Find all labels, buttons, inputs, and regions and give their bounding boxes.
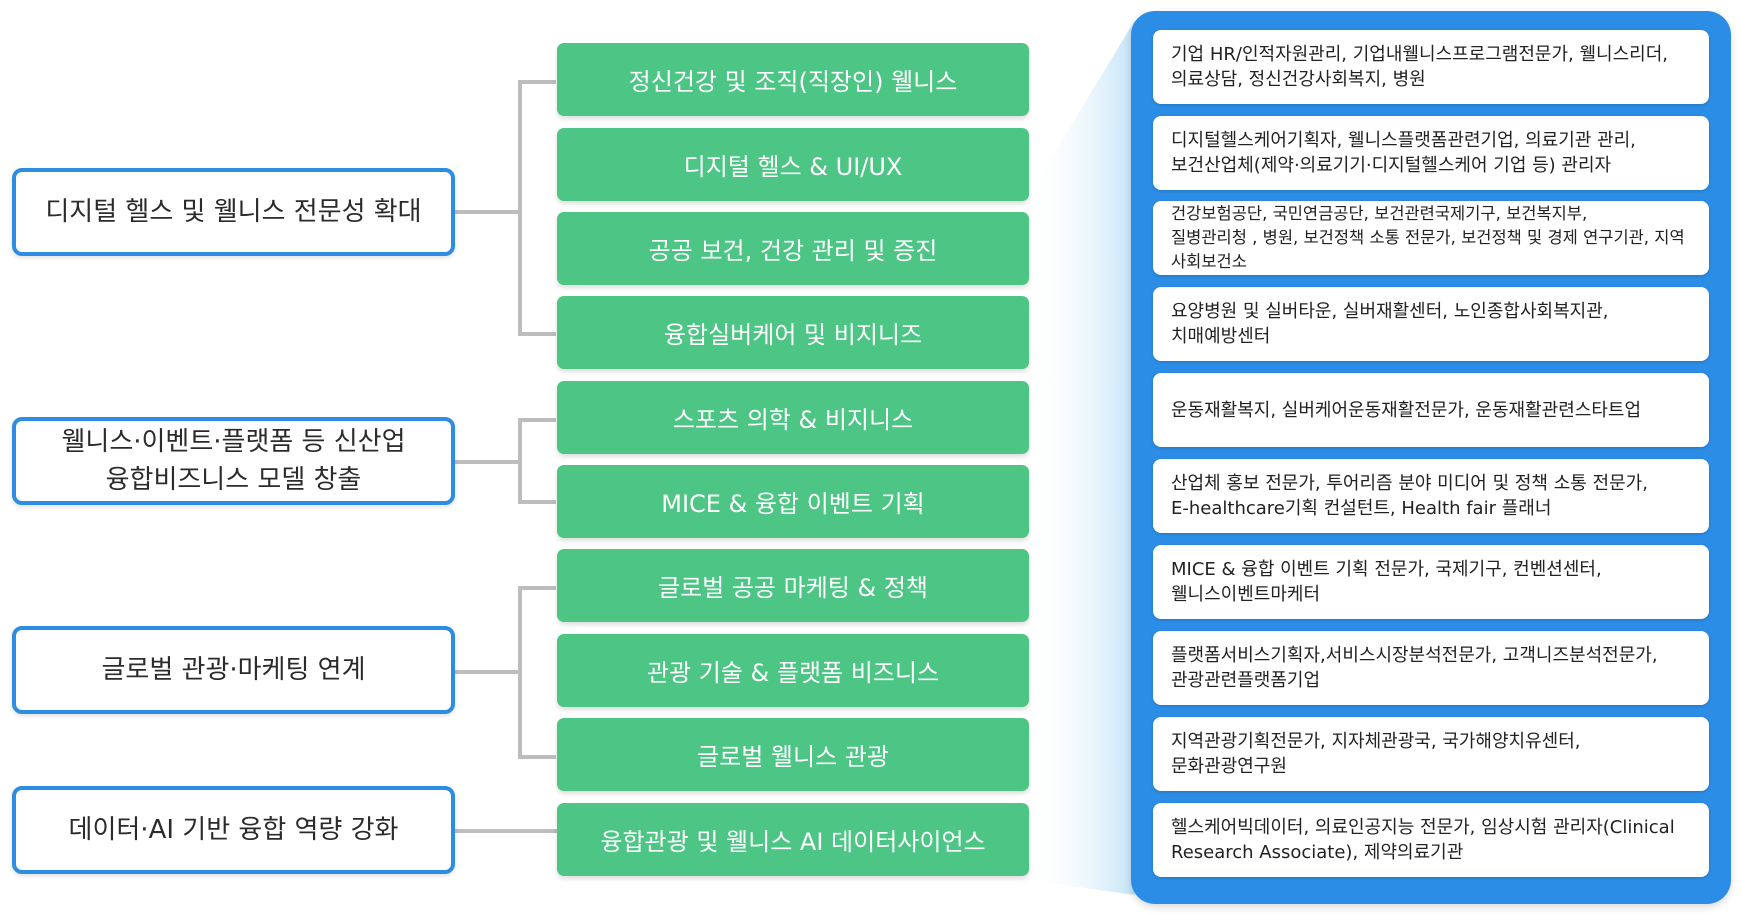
career-item: 산업체 홍보 전문가, 투어리즘 분야 미디어 및 정책 소통 전문가, E-h… [1153,459,1709,533]
career-item: 요양병원 및 실버타운, 실버재활센터, 노인종합사회복지관, 치매예방센터 [1153,287,1709,361]
connector-bracket-2 [518,418,556,504]
category-global-tourism: 글로벌 관광·마케팅 연계 [12,626,455,714]
career-item: MICE & 융합 이벤트 기획 전문가, 국제기구, 컨벤션센터, 웰니스이벤… [1153,545,1709,619]
career-item: 플랫폼서비스기획자,서비스시장분석전문가, 고객니즈분석전문가, 관광관련플랫폼… [1153,631,1709,705]
track-item: 스포츠 의학 & 비지니스 [557,381,1029,454]
career-item: 지역관광기획전문가, 지자체관광국, 국가해양치유센터, 문화관광연구원 [1153,717,1709,791]
category-new-business: 웰니스·이벤트·플랫폼 등 신산업 융합비즈니스 모델 창출 [12,417,455,505]
connector-bracket-1 [518,80,556,336]
career-item: 헬스케어빅데이터, 의료인공지능 전문가, 임상시험 관리자(Clinical … [1153,803,1709,877]
track-item: 관광 기술 & 플랫폼 비즈니스 [557,634,1029,707]
track-item: 융합관광 및 웰니스 AI 데이터사이언스 [557,803,1029,876]
track-item: MICE & 융합 이벤트 기획 [557,465,1029,538]
category-digital-health: 디지털 헬스 및 웰니스 전문성 확대 [12,168,455,256]
career-item: 디지털헬스케어기획자, 웰니스플랫폼관련기업, 의료기관 관리, 보건산업체(제… [1153,116,1709,190]
track-item: 정신건강 및 조직(직장인) 웰니스 [557,43,1029,116]
career-item: 기업 HR/인적자원관리, 기업내웰니스프로그램전문가, 웰니스리더, 의료상담… [1153,30,1709,104]
connector-bracket-3 [518,586,556,759]
career-item: 건강보험공단, 국민연금공단, 보건관련국제기구, 보건복지부, 질병관리청 ,… [1153,201,1709,275]
connector-stem-1 [455,210,520,214]
category-data-ai: 데이터·AI 기반 융합 역량 강화 [12,786,455,874]
connector-stem-3 [455,670,520,674]
track-item: 공공 보건, 건강 관리 및 증진 [557,212,1029,285]
track-item: 융합실버케어 및 비지니즈 [557,296,1029,369]
track-item: 글로벌 웰니스 관광 [557,718,1029,791]
connector-stem-2 [455,460,520,464]
track-item: 글로벌 공공 마케팅 & 정책 [557,549,1029,622]
connector-stem-4 [455,829,557,833]
track-item: 디지털 헬스 & UI/UX [557,128,1029,201]
career-item: 운동재활복지, 실버케어운동재활전문가, 운동재활관련스타트업 [1153,373,1709,447]
